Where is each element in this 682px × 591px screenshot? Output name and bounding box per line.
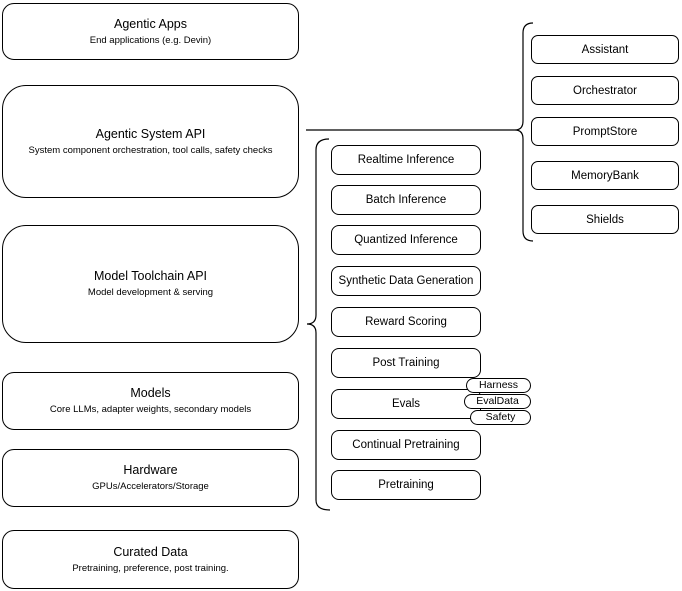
service-box-synthetic-data-generation: Synthetic Data Generation: [331, 266, 481, 296]
component-box-shields: Shields: [531, 205, 679, 234]
layer-title: Curated Data: [113, 544, 188, 559]
service-box-pretraining: Pretraining: [331, 470, 481, 500]
layer-subtitle: Model development & serving: [87, 287, 214, 298]
layer-model-toolchain-api: Model Toolchain API Model development & …: [2, 225, 299, 343]
layer-hardware: Hardware GPUs/Accelerators/Storage: [2, 449, 299, 507]
components-brace: [514, 22, 534, 242]
layer-subtitle: End applications (e.g. Devin): [89, 34, 212, 46]
service-box-reward-scoring: Reward Scoring: [331, 307, 481, 337]
layer-subtitle: GPUs/Accelerators/Storage: [92, 481, 209, 492]
layer-title: Models: [130, 386, 171, 400]
layer-models: Models Core LLMs, adapter weights, secon…: [2, 372, 299, 430]
eval-tag-safety: Safety: [470, 410, 531, 425]
service-box-batch-inference: Batch Inference: [331, 185, 481, 215]
layer-curated-data: Curated Data Pretraining, preference, po…: [2, 530, 299, 589]
eval-tag-evaldata: EvalData: [464, 394, 531, 409]
layer-subtitle: Core LLMs, adapter weights, secondary mo…: [49, 404, 252, 415]
service-box-evals: Evals: [331, 389, 481, 419]
service-box-post-training: Post Training: [331, 348, 481, 378]
component-box-assistant: Assistant: [531, 35, 679, 64]
component-box-promptstore: PromptStore: [531, 117, 679, 146]
toolchain-brace: [306, 138, 331, 511]
service-box-quantized-inference: Quantized Inference: [331, 225, 481, 255]
service-box-continual-pretraining: Continual Pretraining: [331, 430, 481, 460]
layer-title: Model Toolchain API: [93, 269, 208, 283]
layer-agentic-system-api: Agentic System API System component orch…: [2, 85, 299, 198]
service-box-realtime-inference: Realtime Inference: [331, 145, 481, 175]
eval-tag-harness: Harness: [466, 378, 531, 393]
component-box-orchestrator: Orchestrator: [531, 76, 679, 105]
layer-subtitle: System component orchestration, tool cal…: [28, 144, 273, 156]
layer-title: Hardware: [123, 463, 178, 477]
layer-title: Agentic System API: [95, 126, 206, 141]
layer-title: Agentic Apps: [114, 16, 187, 31]
layer-subtitle: Pretraining, preference, post training.: [72, 562, 229, 574]
layer-agentic-apps: Agentic Apps End applications (e.g. Devi…: [2, 3, 299, 60]
component-box-memorybank: MemoryBank: [531, 161, 679, 190]
